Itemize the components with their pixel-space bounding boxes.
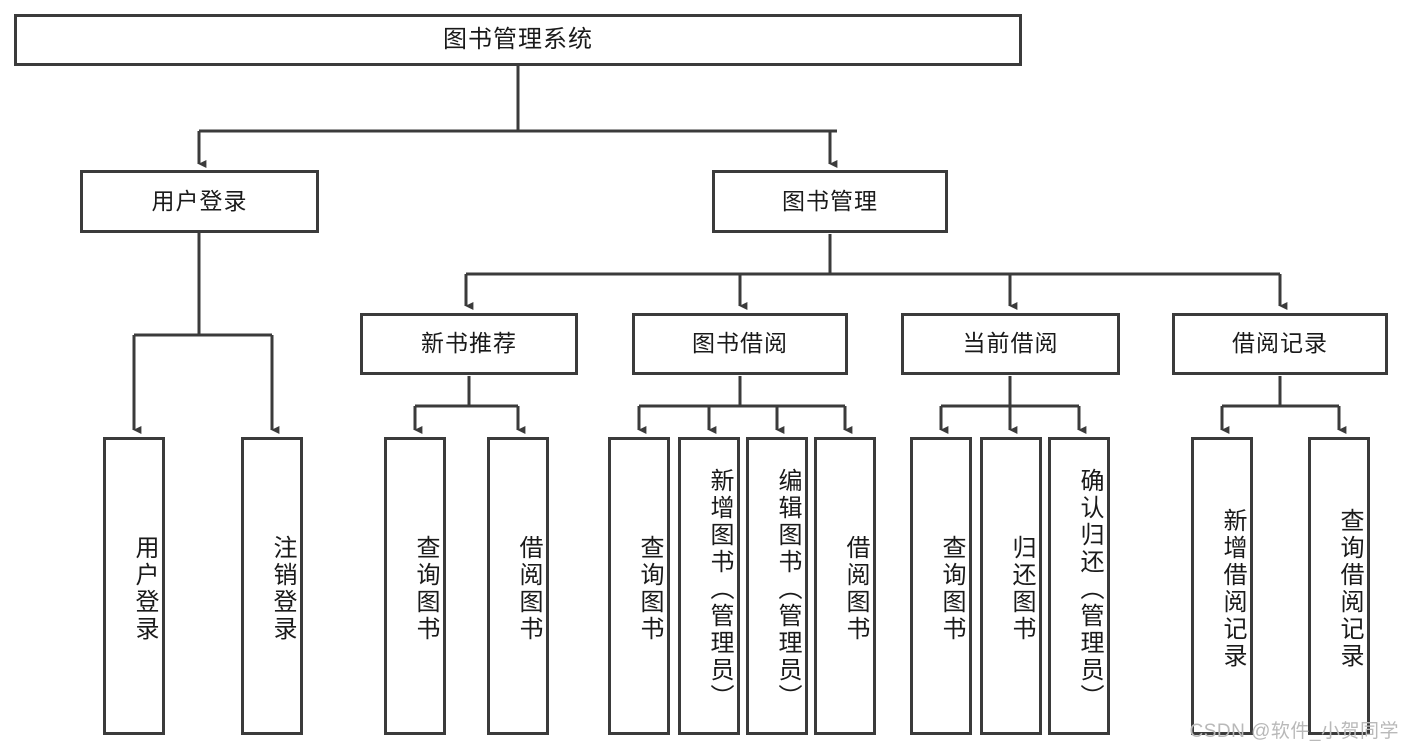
node-book-borrow-label: 图书借阅	[692, 330, 788, 357]
leaf-record-query[interactable]: 查询借阅记录	[1308, 437, 1370, 735]
node-new-book-recommend[interactable]: 新书推荐	[360, 313, 578, 375]
node-root-system[interactable]: 图书管理系统	[14, 14, 1022, 66]
leaf-current-return[interactable]: 归还图书	[980, 437, 1042, 735]
node-user-login[interactable]: 用户登录	[80, 170, 319, 233]
leaf-record-add-label: 新增借阅记录	[1219, 508, 1246, 670]
leaf-borrow-add-book-label: 新增图书（管理员）	[706, 467, 733, 711]
leaf-user-login-logout-label: 注销登录	[269, 535, 296, 643]
leaf-current-query[interactable]: 查询图书	[910, 437, 972, 735]
node-book-management-label: 图书管理	[782, 187, 878, 214]
leaf-user-login-login[interactable]: 用户登录	[103, 437, 165, 735]
leaf-record-add[interactable]: 新增借阅记录	[1191, 437, 1253, 735]
leaf-user-login-logout[interactable]: 注销登录	[241, 437, 303, 735]
leaf-borrow-borrow-book[interactable]: 借阅图书	[814, 437, 876, 735]
leaf-new-book-borrow[interactable]: 借阅图书	[487, 437, 549, 735]
node-borrow-record[interactable]: 借阅记录	[1172, 313, 1388, 375]
leaf-new-book-query[interactable]: 查询图书	[384, 437, 446, 735]
leaf-current-confirm-return-label: 确认归还（管理员）	[1076, 467, 1103, 711]
leaf-borrow-query-label: 查询图书	[636, 535, 663, 643]
leaf-borrow-edit-book[interactable]: 编辑图书（管理员）	[746, 437, 808, 735]
leaf-new-book-borrow-label: 借阅图书	[515, 535, 542, 643]
node-user-login-label: 用户登录	[151, 187, 248, 214]
node-new-book-recommend-label: 新书推荐	[421, 330, 517, 357]
leaf-current-confirm-return[interactable]: 确认归还（管理员）	[1048, 437, 1110, 735]
watermark-text: CSDN @软件_小贺同学	[1189, 721, 1399, 742]
node-root-label: 图书管理系统	[443, 25, 593, 53]
leaf-user-login-login-label: 用户登录	[131, 535, 158, 643]
node-current-borrow[interactable]: 当前借阅	[901, 313, 1120, 375]
leaf-current-query-label: 查询图书	[938, 535, 965, 643]
node-book-management[interactable]: 图书管理	[712, 170, 948, 233]
node-current-borrow-label: 当前借阅	[962, 330, 1059, 357]
leaf-borrow-add-book[interactable]: 新增图书（管理员）	[678, 437, 740, 735]
node-borrow-record-label: 借阅记录	[1232, 330, 1328, 357]
leaf-record-query-label: 查询借阅记录	[1336, 508, 1363, 670]
leaf-new-book-query-label: 查询图书	[412, 535, 439, 643]
leaf-borrow-query[interactable]: 查询图书	[608, 437, 670, 735]
leaf-borrow-edit-book-label: 编辑图书（管理员）	[774, 467, 801, 711]
leaf-current-return-label: 归还图书	[1008, 535, 1035, 643]
leaf-borrow-borrow-book-label: 借阅图书	[842, 535, 869, 643]
node-book-borrow[interactable]: 图书借阅	[632, 313, 848, 375]
